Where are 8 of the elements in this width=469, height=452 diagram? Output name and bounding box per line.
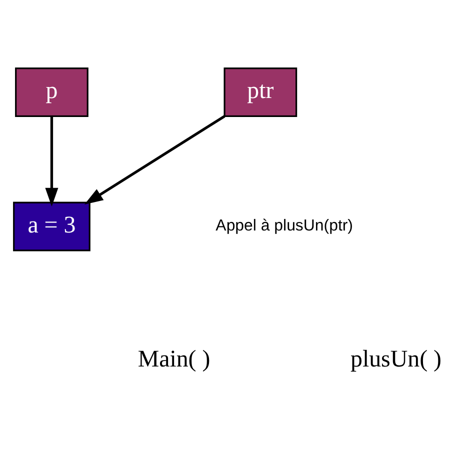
- arrow: [84, 114, 226, 204]
- node-box: ptr: [224, 67, 298, 116]
- label: Main( ): [138, 346, 210, 372]
- node-box: a = 3: [13, 201, 90, 251]
- label: Appel à plusUn(ptr): [216, 217, 354, 234]
- node-box: p: [15, 67, 88, 116]
- label: plusUn( ): [350, 346, 442, 372]
- arrow: [45, 116, 58, 206]
